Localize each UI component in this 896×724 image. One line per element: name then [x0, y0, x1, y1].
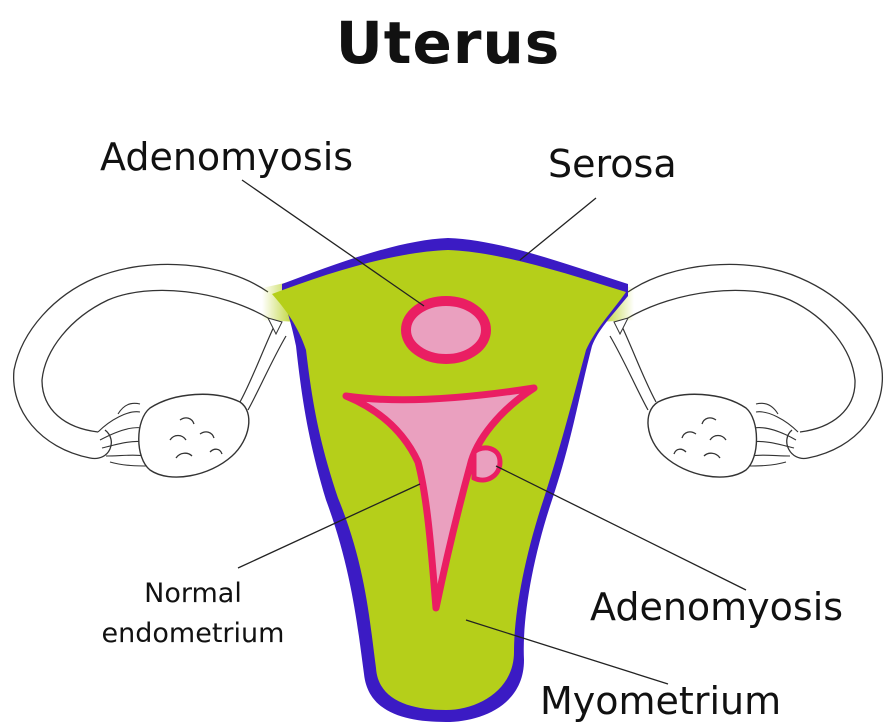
label-normal-endometrium-line1: Normal — [60, 574, 326, 614]
label-myometrium: Myometrium — [540, 682, 781, 720]
label-adenomyosis-right: Adenomyosis — [590, 588, 843, 626]
label-normal-endometrium-line2: endometrium — [60, 614, 326, 654]
leader-serosa — [520, 198, 596, 260]
left-ovary — [139, 394, 249, 477]
right-ovary — [648, 394, 757, 477]
diagram-title: Uterus — [0, 14, 896, 72]
adenomyosis-focus-top — [406, 301, 486, 359]
label-normal-endometrium: Normal endometrium — [60, 574, 326, 654]
right-ligament — [610, 322, 656, 410]
label-serosa: Serosa — [548, 145, 677, 183]
adenomyosis-focus-right — [474, 448, 500, 480]
left-ligament — [240, 322, 286, 410]
label-adenomyosis-top: Adenomyosis — [100, 138, 353, 176]
